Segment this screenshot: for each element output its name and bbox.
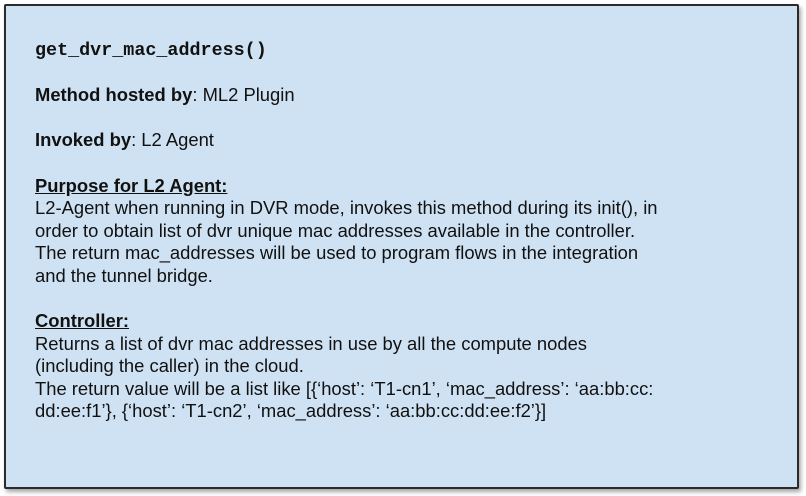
controller-line: Returns a list of dvr mac addresses in u… xyxy=(35,332,587,354)
purpose-line: order to obtain list of dvr unique mac a… xyxy=(35,219,636,241)
hosted-by-line: Method hosted by: ML2 Plugin xyxy=(35,84,777,107)
purpose-line: and the tunnel bridge. xyxy=(35,264,213,286)
purpose-section: Purpose for L2 Agent: L2-Agent when runn… xyxy=(35,175,777,288)
invoked-by-line: Invoked by: L2 Agent xyxy=(35,129,777,152)
controller-line: (including the caller) in the cloud. xyxy=(35,355,304,376)
invoked-by-label: Invoked by xyxy=(35,129,132,150)
api-description-card: get_dvr_mac_address() Method hosted by: … xyxy=(4,4,799,489)
purpose-heading: Purpose for L2 Agent: xyxy=(35,174,228,196)
controller-heading: Controller: xyxy=(35,310,129,331)
hosted-by-value: : ML2 Plugin xyxy=(192,83,295,105)
hosted-by-label: Method hosted by xyxy=(35,83,193,105)
purpose-line: The return mac_addresses will be used to… xyxy=(35,242,639,263)
purpose-line: L2-Agent when running in DVR mode, invok… xyxy=(35,197,658,218)
method-name: get_dvr_mac_address() xyxy=(35,40,267,61)
controller-line: The return value will be a list like [{‘… xyxy=(35,377,654,399)
invoked-by-value: : L2 Agent xyxy=(131,129,214,150)
controller-section: Controller: Returns a list of dvr mac ad… xyxy=(35,310,777,423)
controller-line: dd:ee:f1’}, {‘host’: ‘T1-cn2’, ‘mac_addr… xyxy=(35,400,547,421)
